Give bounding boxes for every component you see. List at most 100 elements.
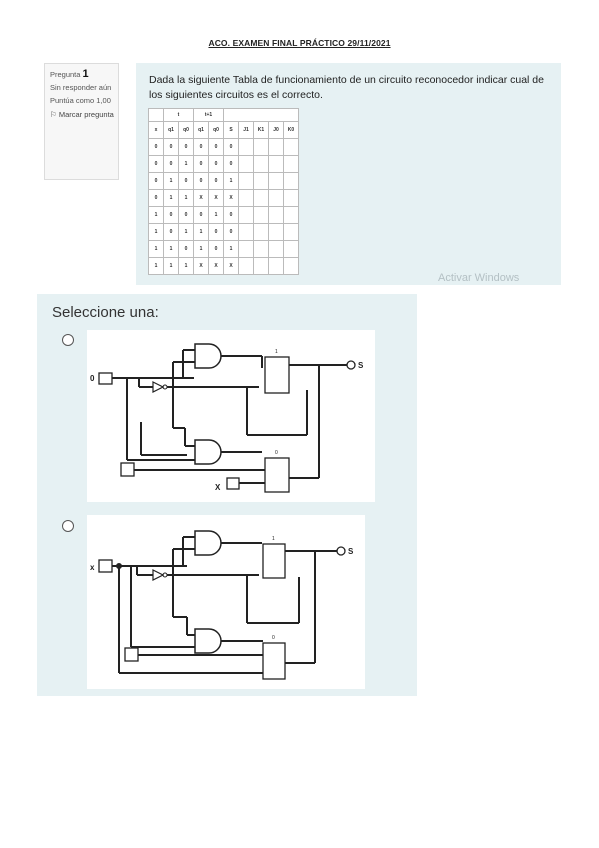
table-cell: 0 (193, 155, 209, 173)
table-cell: 1 (163, 189, 179, 207)
table-cell: 0 (193, 206, 209, 224)
table-cell: X (193, 189, 209, 207)
table-cell: X (208, 189, 224, 207)
table-cell: 0 (193, 138, 209, 156)
table-cell: 0 (178, 206, 194, 224)
question-label: Pregunta (50, 70, 81, 79)
answer-option-1-radio[interactable] (62, 334, 74, 346)
ff-top-label: 1 (275, 349, 278, 355)
question-info-panel: Pregunta 1 Sin responder aún Puntúa como… (44, 63, 119, 180)
table-cell: 0 (193, 172, 209, 190)
table-cell (253, 206, 269, 224)
table-header-cell: x (148, 121, 164, 139)
table-cell (253, 189, 269, 207)
table-header-cell: K0 (283, 121, 299, 139)
table-group-blank (148, 108, 164, 122)
table-cell: 0 (163, 223, 179, 241)
table-cell: 1 (208, 206, 224, 224)
table-cell: 0 (223, 138, 239, 156)
question-status: Sin responder aún (50, 83, 112, 92)
table-cell: 0 (178, 240, 194, 258)
table-cell (253, 223, 269, 241)
table-cell (238, 206, 254, 224)
table-cell (283, 189, 299, 207)
table-cell (238, 240, 254, 258)
table-group-t1: t+1 (193, 108, 224, 122)
ff-bottom-label: 0 (272, 635, 275, 641)
table-cell: 0 (208, 172, 224, 190)
answer-option-2-circuit[interactable]: x S 1 0 (87, 515, 365, 689)
table-header-cell: S (223, 121, 239, 139)
ff-bottom-label: 0 (275, 450, 278, 456)
answer-prompt: Seleccione una: (52, 304, 159, 321)
table-cell: X (223, 189, 239, 207)
question-panel: Dada la siguiente Tabla de funcionamient… (136, 63, 561, 285)
answer-option-2-radio[interactable] (62, 520, 74, 532)
flag-question-label: Marcar pregunta (58, 110, 114, 119)
table-cell: 0 (163, 206, 179, 224)
table-header-cell: K1 (253, 121, 269, 139)
table-cell (268, 155, 284, 173)
table-cell (253, 138, 269, 156)
table-cell (268, 257, 284, 275)
question-text: Dada la siguiente Tabla de funcionamient… (149, 74, 544, 101)
table-cell: 1 (193, 223, 209, 241)
input-label: 0 (90, 374, 95, 383)
table-group-t: t (163, 108, 194, 122)
table-cell: 0 (208, 223, 224, 241)
table-cell (238, 257, 254, 275)
table-cell (238, 189, 254, 207)
flag-question-link[interactable]: ⚐ Marcar pregunta (50, 110, 118, 120)
table-cell (283, 138, 299, 156)
table-header-cell: q1 (163, 121, 179, 139)
table-cell (283, 240, 299, 258)
table-cell (283, 206, 299, 224)
table-cell: 1 (223, 172, 239, 190)
input-label: x (90, 563, 95, 572)
output-label: S (358, 361, 364, 370)
table-cell (283, 172, 299, 190)
ff-top-label: 1 (272, 536, 275, 542)
windows-activation-watermark: Activar Windows (438, 272, 520, 284)
table-cell: 0 (223, 206, 239, 224)
table-cell (268, 206, 284, 224)
table-cell: 1 (148, 206, 164, 224)
output-label: S (348, 547, 354, 556)
table-cell (268, 172, 284, 190)
table-group-blank (223, 108, 299, 122)
table-cell (238, 138, 254, 156)
table-cell (238, 155, 254, 173)
table-cell (253, 172, 269, 190)
table-cell: 1 (163, 172, 179, 190)
table-cell (268, 240, 284, 258)
table-header-cell: J1 (238, 121, 254, 139)
table-cell: 0 (163, 155, 179, 173)
table-cell: 0 (208, 138, 224, 156)
table-header-cell: q0 (208, 121, 224, 139)
table-header-cell: q1 (193, 121, 209, 139)
document-title: ACO. EXAMEN FINAL PRÁCTICO 29/11/2021 (208, 38, 391, 48)
table-cell (253, 257, 269, 275)
table-cell: 0 (178, 138, 194, 156)
question-number: 1 (82, 68, 89, 80)
table-cell: 1 (163, 240, 179, 258)
answer-option-1-circuit[interactable]: 0 X S 1 0 (87, 330, 375, 502)
table-cell: 1 (163, 257, 179, 275)
flag-icon: ⚐ (50, 110, 57, 119)
table-header-cell: q0 (178, 121, 194, 139)
table-cell: 0 (148, 189, 164, 207)
input2-label: X (215, 483, 221, 492)
table-cell (283, 155, 299, 173)
table-cell: 1 (148, 223, 164, 241)
table-cell: 0 (223, 155, 239, 173)
table-header-cell: J0 (268, 121, 284, 139)
table-cell: 0 (163, 138, 179, 156)
